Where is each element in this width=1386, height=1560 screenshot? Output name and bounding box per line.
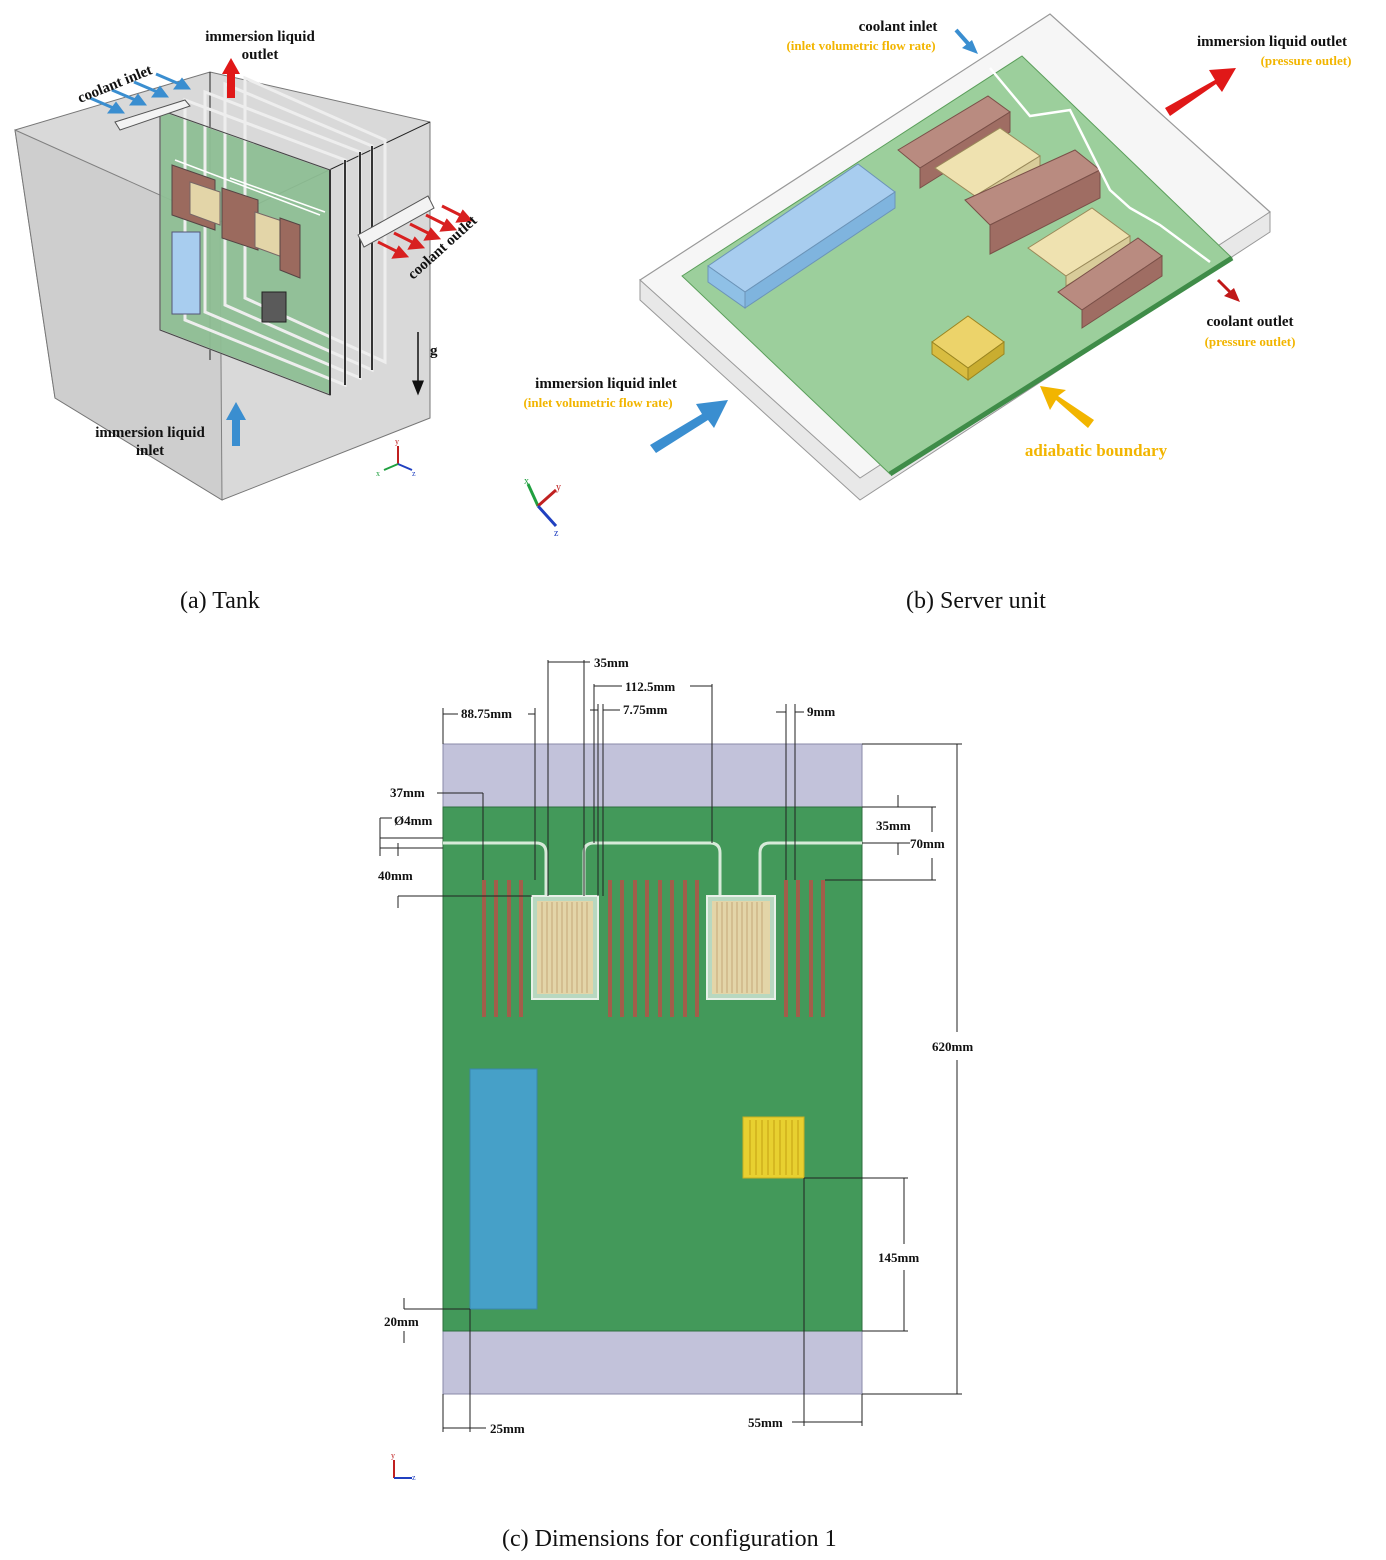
svg-text:y: y [391,1451,395,1460]
tank-heatsinks [171,164,301,323]
dim-4mm-diameter: Ø4mm [394,813,432,828]
server-coolant-inlet-label: coolant inlet [859,19,938,35]
server-coolant-inlet-bc: (inlet volumetric flow rate) [786,38,935,53]
tank-hdd [171,231,201,315]
gravity-label: g [430,343,438,359]
server-coolant-pipe [989,67,1211,264]
coldplate-right-plan [706,895,776,1000]
tank-coolant-inlet-manifold [114,99,191,131]
dim-70mm: 70mm [910,836,945,851]
svg-text:y: y [395,437,399,446]
chip-plan [742,1116,805,1179]
dim-20mm: 20mm [384,1314,419,1329]
dimension-panel: 35mm 112.5mm 88.75mm 7.75mm 9mm 37mm Ø4m… [378,655,973,1482]
fin-group-middle [608,880,699,1017]
dim-7-75mm: 7.75mm [623,702,668,717]
server-immersion-outlet-label: immersion liquid outlet [1197,34,1347,50]
dim-35mm-top: 35mm [594,655,629,670]
server-coolant-inlet-arrow [954,28,978,54]
svg-text:z: z [412,469,416,478]
adiabatic-boundary-label: adiabatic boundary [1025,441,1168,460]
tank-coolant-outlet-manifold [357,195,435,248]
dimension-lines [379,660,962,1432]
tank-coolant-outlet-arrows [377,204,474,259]
server-axis-triad: y z x [524,476,561,539]
tank-coolant-inlet-arrows [89,72,191,114]
coldplate-left-plan [531,895,599,1000]
server-immersion-outlet-arrow [1165,68,1236,116]
server-coolant-outlet-arrow [1216,278,1240,302]
tank-immersion-inlet-label-2: inlet [136,443,164,459]
svg-text:x: x [524,476,529,487]
upper-region [442,743,863,808]
tank-immersion-outlet-label: immersion liquid [205,29,315,45]
adiabatic-boundary-arrow [1040,386,1094,428]
server-coldplate-2 [1027,207,1131,287]
tank-panel: g immersion liquid outlet coolant inlet … [14,29,480,501]
server-immersion-outlet-bc: (pressure outlet) [1261,53,1352,68]
caption-c: (c) Dimensions for configuration 1 [502,1526,837,1552]
server-panel: coolant inlet (inlet volumetric flow rat… [523,13,1352,539]
tank-immersion-inlet-arrow [226,402,246,446]
fin-group-left [482,880,523,1017]
svg-text:x: x [376,469,380,478]
caption-b: (b) Server unit [906,588,1046,614]
fin-group-right [784,880,825,1017]
dim-40mm: 40mm [378,868,413,883]
server-immersion-inlet-label: immersion liquid inlet [535,376,677,392]
tank-immersion-outlet-arrow [222,58,240,98]
dim-112-5mm: 112.5mm [625,679,675,694]
plan-axis-triad: y z [391,1451,416,1482]
svg-text:y: y [556,482,561,493]
dim-35mm-right: 35mm [876,818,911,833]
dim-9mm: 9mm [807,704,835,719]
svg-text:z: z [412,1473,416,1482]
dim-55mm: 55mm [748,1415,783,1430]
server-immersion-inlet-bc: (inlet volumetric flow rate) [523,395,672,410]
server-domain-box-side [639,211,1271,501]
svg-text:z: z [554,528,559,539]
server-fin-group-3 [1057,237,1163,329]
lower-region [442,1330,863,1395]
dim-620mm: 620mm [932,1039,973,1054]
gravity-arrow: g [412,332,438,396]
server-chip [931,315,1005,381]
dim-37mm: 37mm [390,785,425,800]
tank-immersion-inlet-label: immersion liquid [95,425,205,441]
dim-88-75mm: 88.75mm [461,706,512,721]
server-coolant-outlet-bc: (pressure outlet) [1205,334,1296,349]
hdd-plan [469,1068,538,1310]
tank-axis-triad: y z x [376,437,416,478]
dim-145mm: 145mm [878,1250,919,1265]
server-coolant-outlet-label: coolant outlet [1206,314,1293,330]
server-immersion-inlet-arrow [650,400,728,453]
caption-a: (a) Tank [180,588,260,614]
tank-immersion-outlet-label-2: outlet [242,47,279,63]
coolant-pipe-plan [443,841,862,896]
dim-25mm: 25mm [490,1421,525,1436]
